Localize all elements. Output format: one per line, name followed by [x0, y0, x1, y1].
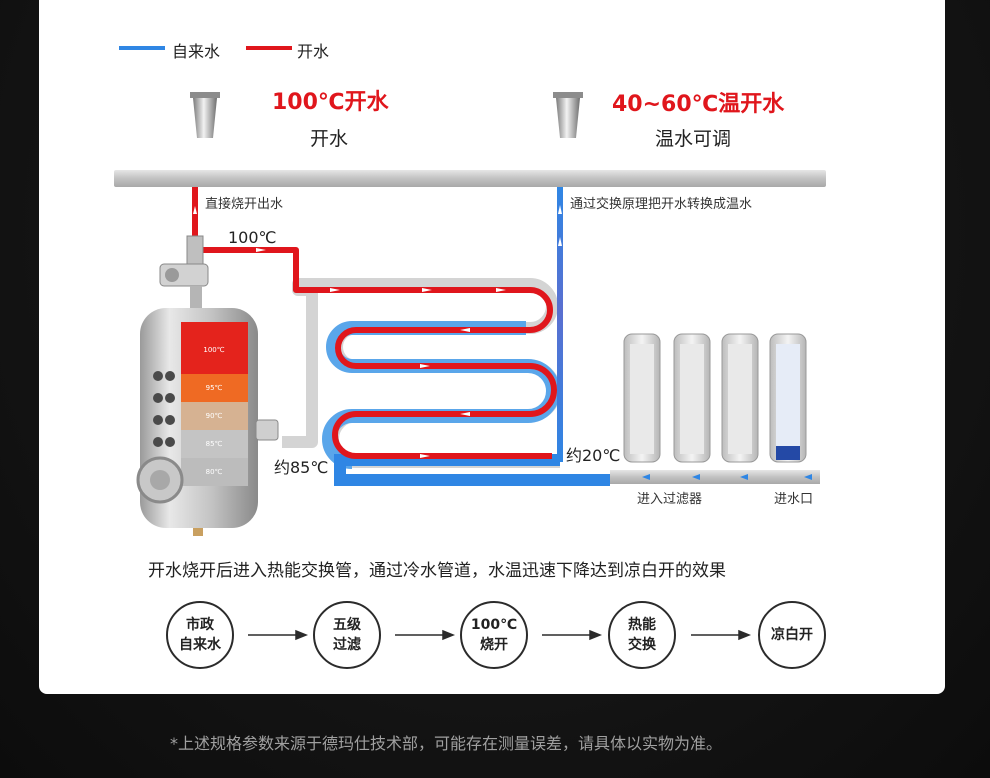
process-step-boil: 100℃ 烧开 [460, 601, 528, 669]
flow-arrow [558, 237, 562, 246]
flow-arrow [740, 474, 748, 480]
temp-20-label: 约20℃ [566, 446, 621, 465]
process-step-tap-water: 市政自来水 [166, 601, 234, 669]
tank-level-label: 85℃ [205, 440, 223, 448]
flow-arrow [692, 474, 700, 480]
faucet-warm-icon [553, 92, 583, 138]
main-pipe [114, 170, 826, 187]
hot-water-coil [192, 190, 557, 459]
warm-rise-pipe [557, 187, 563, 462]
flow-arrow [330, 288, 340, 292]
flow-arrow [804, 474, 812, 480]
legend-boil-label: 开水 [297, 42, 330, 61]
outlet-warm-title: 40~60℃温开水 [612, 92, 785, 117]
into-filter-label: 进入过滤器 [637, 492, 703, 507]
tank-level-label: 80℃ [205, 468, 223, 476]
flow-arrow [460, 328, 470, 332]
cold-inlet-pipe [334, 454, 610, 486]
flow-arrow [256, 248, 266, 252]
flow-arrow [422, 288, 432, 292]
legend-tap-label: 自来水 [172, 42, 221, 61]
flow-arrow [496, 288, 506, 292]
process-step-filter: 五级过滤 [313, 601, 381, 669]
temp-85-label: 约85℃ [274, 458, 329, 477]
diagram-caption: 开水烧开后进入热能交换管，通过冷水管道，水温迅速下降达到凉白开的效果 [148, 561, 726, 581]
flow-arrow [558, 205, 562, 214]
outlet-hot-title: 100℃开水 [272, 90, 389, 115]
filter-cartridge [623, 333, 661, 463]
step-line: 烧开 [480, 637, 508, 653]
step-line: 交换 [628, 637, 656, 653]
exchange-note: 通过交换原理把开水转换成温水 [570, 197, 753, 212]
flow-arrow [420, 454, 430, 458]
step-line: 五级 [333, 617, 361, 633]
outlet-warm-subtitle: 温水可调 [655, 128, 732, 150]
tank-level-label: 90℃ [205, 412, 223, 420]
process-step-cool-water: 凉白开 [758, 601, 826, 669]
filter-cartridge [721, 333, 759, 463]
direct-boil-note: 直接烧开出水 [205, 197, 284, 212]
filter-cartridge [673, 333, 711, 463]
outlet-hot-subtitle: 开水 [310, 128, 349, 150]
step-line: 过滤 [333, 637, 361, 653]
step-line: 热能 [628, 617, 656, 633]
process-step-exchange: 热能交换 [608, 601, 676, 669]
flow-arrow [642, 474, 650, 480]
faucet-hot-icon [190, 92, 220, 138]
inlet-label: 进水口 [774, 492, 814, 507]
flow-arrow [460, 412, 470, 416]
tank-level-label: 95℃ [205, 384, 223, 392]
filter-assembly [610, 333, 820, 484]
flow-arrow [420, 364, 430, 368]
cold-water-coil [322, 321, 560, 469]
step-line: 自来水 [179, 637, 221, 653]
tank-level-label: 100℃ [203, 346, 225, 354]
flow-arrow [193, 206, 197, 214]
footnote: *上述规格参数来源于德玛仕技术部，可能存在测量误差，请具体以实物为准。 [170, 734, 723, 753]
water-tank-icon [136, 308, 279, 536]
step-line: 100℃ [470, 617, 518, 633]
step-line: 凉白开 [771, 627, 813, 643]
filter-cartridge [769, 333, 807, 463]
step-line: 市政 [186, 617, 214, 633]
temp-100-label: 100℃ [228, 228, 277, 247]
valve-assembly [159, 235, 209, 310]
